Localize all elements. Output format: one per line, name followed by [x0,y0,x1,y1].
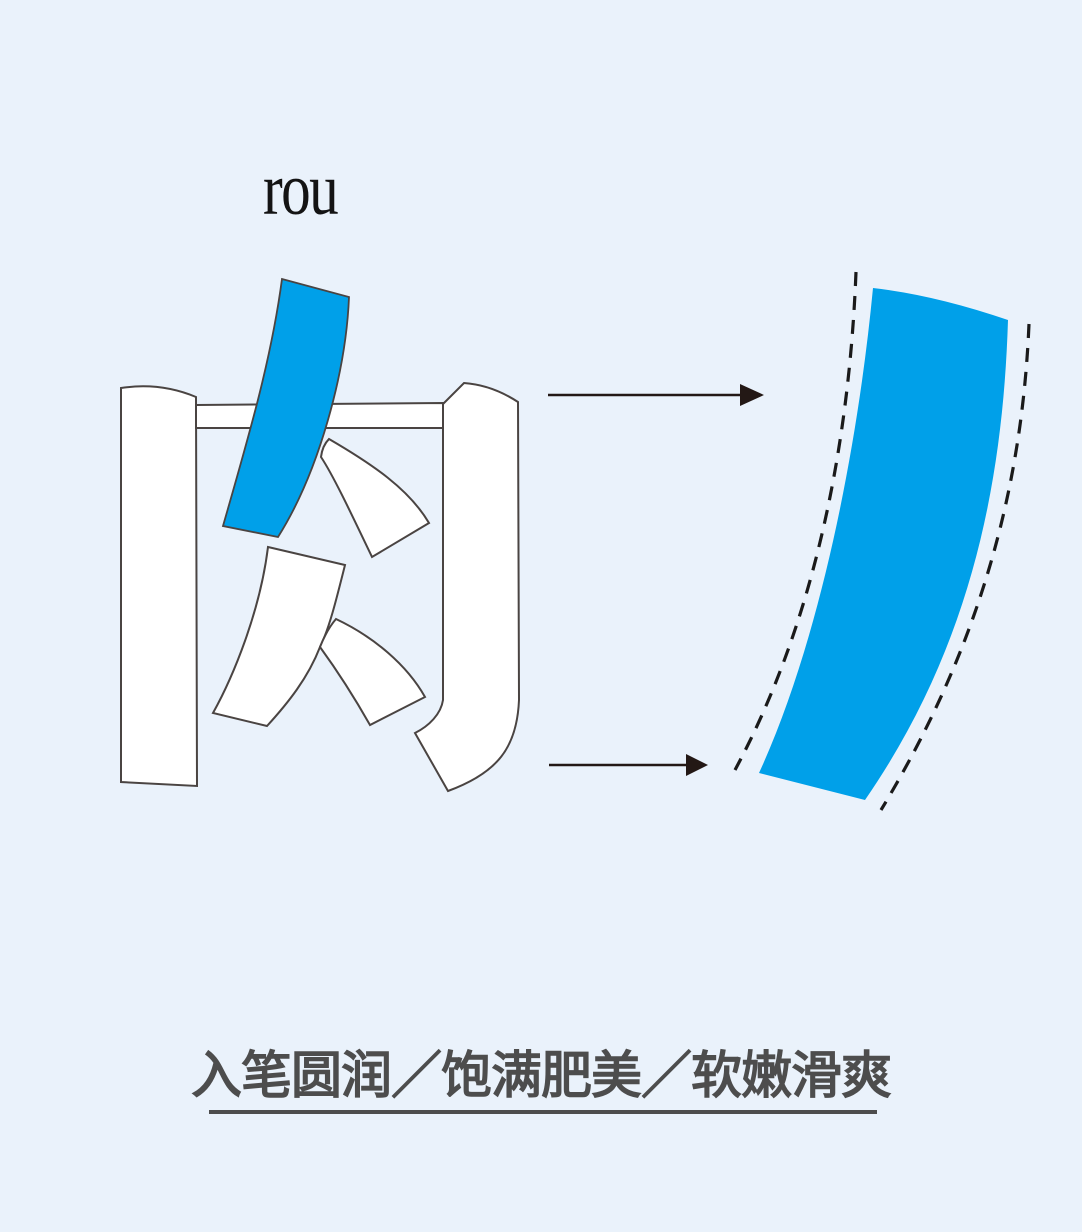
dashed-guide-right [879,323,1031,811]
char-frame-left-stroke [120,385,199,788]
caption-row: 入笔圆润／饱满肥美／软嫩滑爽 [0,1044,1082,1108]
caption-text: 入笔圆润／饱满肥美／软嫩滑爽 [190,1047,892,1104]
char-lower-na-stroke [318,617,427,727]
char-highlighted-pie-stroke [221,277,350,539]
caption-underline [209,1110,877,1114]
dashed-guide-left [733,271,858,771]
arrow-bottom-right-icon [549,754,708,776]
arrow-top-right-icon [548,384,764,406]
enlarged-stroke-detail [733,271,1031,811]
char-frame-right-hook-stroke [413,381,521,793]
enlarged-pie-stroke [759,288,1008,800]
char-lower-pie-stroke [211,545,347,728]
character-rou-glyph [120,277,521,793]
char-upper-na-stroke [319,437,431,559]
pinyin-label: rou [263,149,339,231]
